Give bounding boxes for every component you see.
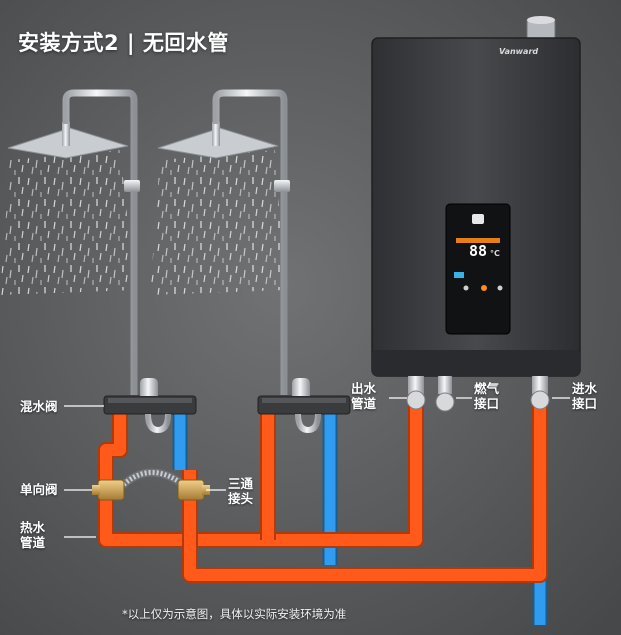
water-spray-2	[150, 150, 285, 295]
check-valve-left	[92, 479, 125, 501]
control-panel	[445, 203, 511, 335]
shower-2	[150, 89, 290, 395]
label-mixing-valve: 混水阀	[20, 399, 58, 414]
water-spray-1	[0, 150, 135, 295]
mixing-valve-1	[103, 378, 197, 434]
shower-pipe-1	[62, 89, 138, 395]
hot-pipe-lower	[184, 400, 546, 581]
shower-1	[0, 89, 140, 395]
temperature-unit: °C	[490, 249, 500, 258]
disclaimer-note: *以上仅为示意图，具体以实际安装环境为准	[122, 607, 347, 621]
mixing-valve-2	[257, 378, 351, 434]
brand-logo: Vanward	[499, 47, 539, 56]
gas-connector	[435, 392, 455, 412]
label-hot-pipe: 热水 管道	[20, 520, 46, 550]
page-title: 安装方式2 | 无回水管	[18, 31, 229, 55]
water-heater	[371, 16, 581, 412]
label-water-in: 进水 接口	[572, 381, 598, 411]
label-water-out: 出水 管道	[351, 381, 377, 411]
temperature-readout: 88	[469, 242, 488, 260]
label-tee: 三通 接头	[228, 476, 254, 506]
label-gas-in: 燃气 接口	[474, 381, 500, 411]
shower-pipe-2	[212, 89, 288, 395]
label-check-valve: 单向阀	[20, 482, 58, 497]
